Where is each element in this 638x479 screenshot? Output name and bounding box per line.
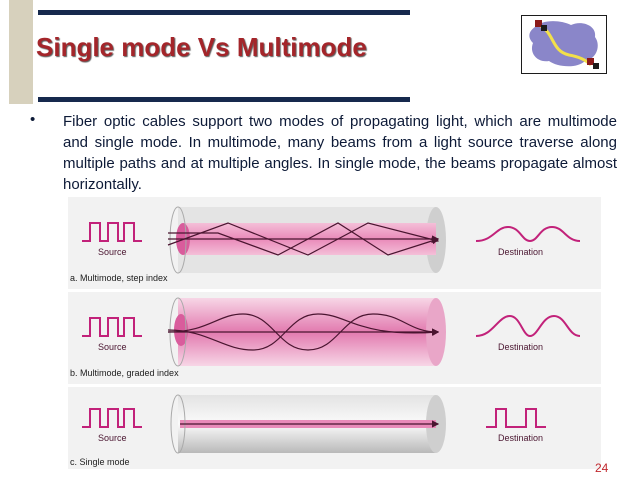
source-pulses bbox=[82, 408, 142, 428]
panel-step-index: Source Destination a. Multimode, step in… bbox=[68, 197, 601, 289]
destination-label: Destination bbox=[498, 247, 543, 257]
title-rule-top bbox=[38, 10, 410, 15]
panel-caption: c. Single mode bbox=[70, 457, 130, 467]
source-label: Source bbox=[98, 433, 127, 443]
destination-pulses bbox=[475, 225, 581, 243]
destination-label: Destination bbox=[498, 342, 543, 352]
source-pulses bbox=[82, 317, 142, 337]
page-number: 24 bbox=[595, 461, 609, 475]
cladding-entry bbox=[169, 206, 187, 274]
panel-graded-index: Source Destination b. Multimode, graded … bbox=[68, 292, 601, 384]
panel-caption: b. Multimode, graded index bbox=[70, 368, 179, 378]
source-pulses bbox=[82, 222, 142, 242]
panel-single-mode: Source Destination c. Single mode bbox=[68, 387, 601, 469]
panel-caption: a. Multimode, step index bbox=[70, 273, 168, 283]
source-label: Source bbox=[98, 247, 127, 257]
destination-pulses bbox=[486, 408, 546, 428]
ray-curved-upper bbox=[167, 313, 440, 351]
title-rule-bottom bbox=[38, 97, 410, 102]
destination-pulses bbox=[475, 314, 581, 338]
bullet-marker: • bbox=[30, 111, 36, 128]
propagation-modes-figure: Source Destination a. Multimode, step in… bbox=[68, 197, 601, 469]
network-logo-icon bbox=[521, 15, 607, 74]
core-entry bbox=[174, 314, 188, 346]
destination-label: Destination bbox=[498, 433, 543, 443]
ray-curved-lower bbox=[167, 313, 440, 351]
source-label: Source bbox=[98, 342, 127, 352]
slide-title: Single mode Vs Multimode bbox=[36, 32, 367, 62]
bullet-paragraph: Fiber optic cables support two modes of … bbox=[63, 113, 617, 193]
ray-steep bbox=[167, 222, 440, 256]
accent-bar bbox=[9, 0, 33, 104]
